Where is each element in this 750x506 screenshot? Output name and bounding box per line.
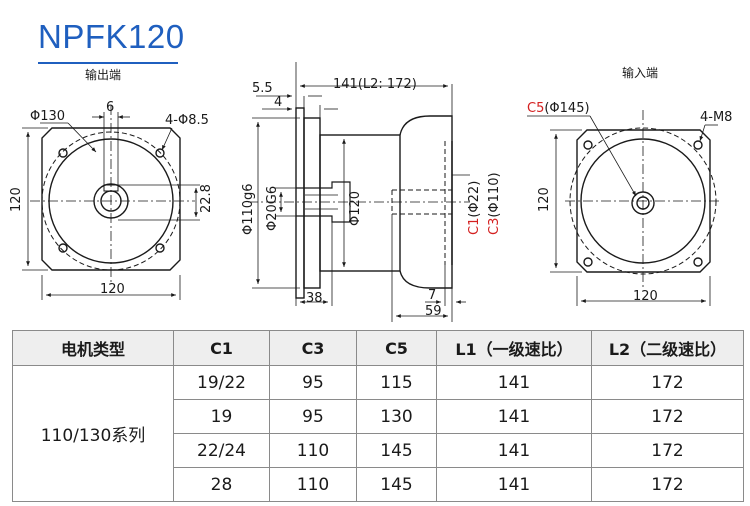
output-keyway-dim: 22.8: [199, 184, 214, 213]
output-end-view: [22, 105, 200, 300]
input-flange-square: [576, 129, 711, 273]
table-cell: 19/22: [173, 365, 270, 400]
table-cell: 141: [436, 467, 592, 502]
header-c5: C5: [356, 330, 437, 366]
mount-hole: [693, 140, 703, 150]
table-cell: 172: [591, 467, 744, 502]
table-cell: 130: [356, 399, 437, 434]
side-59-dim: 59: [425, 304, 442, 319]
c1-label: C1: [467, 218, 482, 235]
header-l1: L1（一级速比）: [436, 330, 592, 366]
table-cell: 172: [591, 365, 744, 400]
input-width-dim: 120: [633, 289, 658, 304]
table-row: 28 110 145 141 172: [13, 467, 744, 502]
side-c3-dim: C3(Φ110): [487, 172, 502, 235]
dimension-drawing: 输出端 Φ130 6 4-Φ8.5 120 22.8 120: [9, 62, 732, 322]
table-cell: 22/24: [173, 433, 270, 468]
flange-pilot: [303, 117, 321, 289]
side-total-length-dim: 141(L2: 172): [333, 77, 417, 92]
c3-value: (Φ110): [487, 172, 502, 217]
header-motor-type: 电机类型: [12, 330, 174, 366]
c5-label: C5: [527, 101, 544, 116]
page-title: NPFK120: [38, 18, 185, 55]
input-holes-dim: 4-M8: [700, 110, 732, 125]
table-cell: 145: [356, 467, 437, 502]
table-row: 19 95 130 141 172: [13, 399, 744, 434]
side-c1-dim: C1(Φ22): [467, 181, 482, 235]
table-header-row: 电机类型 C1 C3 C5 L1（一级速比） L2（二级速比）: [12, 330, 744, 366]
table-cell: 145: [356, 433, 437, 468]
output-key-dim: 6: [106, 100, 114, 115]
side-7-dim: 7: [428, 288, 436, 303]
output-height-dim: 120: [9, 187, 24, 212]
input-end-view: [527, 110, 722, 306]
output-flange: [295, 107, 305, 299]
output-flange-square: [41, 127, 181, 271]
c1-value: (Φ22): [467, 181, 482, 218]
table-cell: 115: [356, 365, 437, 400]
mount-hole: [583, 140, 593, 150]
table-cell: 172: [591, 433, 744, 468]
table-cell: 110: [269, 433, 357, 468]
mount-hole: [583, 257, 593, 267]
c5-value: (Φ145): [544, 101, 589, 116]
header-c3: C3: [269, 330, 357, 366]
side-38-dim: 38: [306, 291, 323, 306]
side-5-5-dim: 5.5: [252, 81, 273, 96]
header-c1: C1: [173, 330, 270, 366]
output-shaft: [296, 181, 351, 223]
gearbox-body: [319, 134, 401, 272]
output-width-dim: 120: [100, 282, 125, 297]
input-end-label: 输入端: [622, 65, 658, 80]
table-cell: 172: [591, 399, 744, 434]
mount-hole: [155, 243, 165, 253]
table-row: 110/130系列 19/22 95 115 141 172: [12, 365, 744, 502]
table-cell: 95: [269, 399, 357, 434]
output-bore-dim: Φ130: [30, 109, 65, 124]
output-holes-dim: 4-Φ8.5: [165, 113, 209, 128]
input-c5-dim: C5(Φ145): [527, 101, 590, 116]
side-shaft-dim: Φ20G6: [265, 186, 280, 231]
mount-hole: [155, 148, 165, 158]
table-cell: 141: [436, 365, 592, 400]
side-body-dim: Φ120: [348, 191, 363, 226]
side-view: [248, 62, 470, 322]
table-row: 22/24 110 145 141 172: [13, 433, 744, 468]
side-pilot-dim: Φ110g6: [241, 183, 256, 235]
output-end-label: 输出端: [85, 67, 121, 82]
svg-text:C1(Φ22): C1(Φ22): [467, 181, 482, 235]
series-cell: 110/130系列: [12, 365, 174, 502]
table-cell: 19: [173, 399, 270, 434]
input-height-dim: 120: [537, 187, 552, 212]
svg-text:C3(Φ110): C3(Φ110): [487, 172, 502, 235]
mount-hole: [693, 257, 703, 267]
side-4-dim: 4: [274, 95, 282, 110]
table-cell: 110: [269, 467, 357, 502]
motor-adapter: [399, 115, 453, 289]
header-l2: L2（二级速比）: [591, 330, 744, 366]
c3-label: C3: [487, 218, 502, 235]
table-cell: 141: [436, 399, 592, 434]
mount-hole: [58, 148, 68, 158]
table-cell: 95: [269, 365, 357, 400]
spec-table: 电机类型 C1 C3 C5 L1（一级速比） L2（二级速比） 110/130系…: [12, 330, 744, 502]
table-cell: 28: [173, 467, 270, 502]
title-underline: [38, 62, 178, 64]
mount-hole: [58, 243, 68, 253]
table-cell: 141: [436, 433, 592, 468]
